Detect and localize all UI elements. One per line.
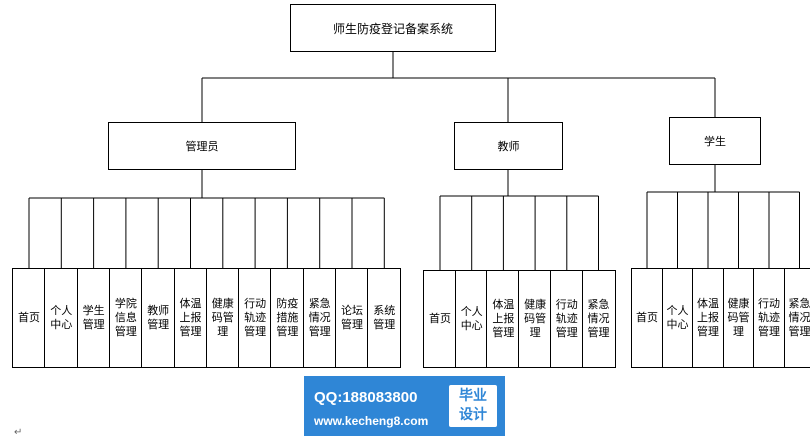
module-node: 紧急情况管理 xyxy=(302,268,337,368)
module-node: 系统管理 xyxy=(367,268,402,368)
role-node-teacher: 教师 xyxy=(454,122,563,170)
module-label: 管理 xyxy=(758,325,780,338)
module-node: 个人中心 xyxy=(44,268,79,368)
module-label: 个人 xyxy=(666,304,689,317)
module-label: 行动 xyxy=(758,297,780,310)
module-node: 行动轨迹管理 xyxy=(238,268,273,368)
module-label: 个人 xyxy=(50,304,73,317)
module-label: 上报 xyxy=(492,312,515,325)
module-label: 管理 xyxy=(492,326,515,339)
module-label: 体温 xyxy=(179,297,202,310)
module-label: 健康 xyxy=(211,297,234,310)
module-label: 轨迹 xyxy=(244,311,267,324)
module-label: 紧急 xyxy=(788,297,810,310)
module-node: 学生管理 xyxy=(76,268,111,368)
module-node: 体温上报管理 xyxy=(692,268,724,368)
paragraph-mark: ↵ xyxy=(14,427,23,438)
module-label: 中心 xyxy=(666,318,689,331)
module-label: 健康 xyxy=(524,298,547,311)
module-label: 教师 xyxy=(147,304,170,317)
module-label: 情况 xyxy=(308,311,331,324)
module-label: 码管理 xyxy=(727,311,750,338)
module-label: 管理 xyxy=(244,325,267,338)
module-label: 管理 xyxy=(276,325,299,338)
module-node: 首页 xyxy=(631,268,663,368)
module-label: 管理 xyxy=(114,325,137,338)
module-label: 行动 xyxy=(244,297,267,310)
module-label: 管理 xyxy=(179,325,202,338)
module-label: 上报 xyxy=(179,311,202,324)
module-label: 首页 xyxy=(429,312,451,325)
module-node: 行动轨迹管理 xyxy=(549,270,584,368)
module-label: 管理 xyxy=(341,318,363,331)
module-node: 体温上报管理 xyxy=(173,268,208,368)
watermark-banner: QQ:188083800 www.kecheng8.com 毕业 设计 xyxy=(304,376,505,436)
module-label: 理 xyxy=(217,325,229,338)
module-node: 论坛管理 xyxy=(335,268,369,368)
module-label: 理 xyxy=(529,326,541,339)
module-label: 管理 xyxy=(373,318,396,331)
watermark-url: www.kecheng8.com xyxy=(314,414,429,428)
module-label: 措施 xyxy=(276,311,299,324)
module-node: 健康码管理 xyxy=(205,268,240,368)
module-label: 轨迹 xyxy=(758,311,780,324)
module-label: 健康 xyxy=(727,297,750,310)
watermark-badge-line2: 设计 xyxy=(459,407,487,423)
module-label: 防疫 xyxy=(276,297,299,310)
module-label: 管理 xyxy=(788,325,810,338)
root-node: 师生防疫登记备案系统 xyxy=(290,4,496,52)
module-node: 个人中心 xyxy=(454,270,489,368)
module-label: 体温 xyxy=(492,298,515,311)
module-label: 系统 xyxy=(373,304,396,317)
watermark-badge: 毕业 设计 xyxy=(449,385,497,427)
module-label: 紧急 xyxy=(308,297,331,310)
module-label: 首页 xyxy=(636,311,658,324)
module-label: 管理 xyxy=(147,318,170,331)
module-label: 信息 xyxy=(114,311,137,324)
module-node: 行动轨迹管理 xyxy=(753,268,785,368)
module-node: 健康码管理 xyxy=(722,268,755,368)
module-label: 中心 xyxy=(460,319,483,332)
module-label: 管理 xyxy=(587,326,610,339)
module-node: 学院信息管理 xyxy=(108,268,143,368)
module-label: 中心 xyxy=(50,318,73,331)
module-label: 首页 xyxy=(18,311,40,324)
module-label: 学生 xyxy=(82,304,105,317)
module-node: 首页 xyxy=(12,268,46,368)
module-label: 紧急 xyxy=(587,298,610,311)
module-label: 情况 xyxy=(788,311,810,324)
module-label: 管理 xyxy=(697,325,719,338)
module-label: 码管 xyxy=(211,311,234,324)
module-node: 防疫措施管理 xyxy=(270,268,305,368)
module-label: 情况 xyxy=(587,312,610,325)
module-label: 上报 xyxy=(697,311,719,324)
role-node-admin: 管理员 xyxy=(108,122,296,170)
module-label: 管理 xyxy=(82,318,105,331)
module-node: 体温上报管理 xyxy=(486,270,521,368)
module-label: 管理 xyxy=(555,326,578,339)
watermark-qq: QQ:188083800 xyxy=(314,389,418,406)
watermark-badge-line1: 毕业 xyxy=(459,388,487,404)
module-node: 健康码管理 xyxy=(518,270,553,368)
module-label: 论坛 xyxy=(341,304,363,317)
module-node: 教师管理 xyxy=(141,268,176,368)
module-node: 紧急情况管理 xyxy=(783,268,810,368)
module-label: 学院 xyxy=(114,297,137,310)
module-node: 紧急情况管理 xyxy=(581,270,616,368)
module-label: 轨迹 xyxy=(555,312,578,325)
module-label: 行动 xyxy=(555,298,578,311)
module-label: 管理 xyxy=(308,325,331,338)
role-node-student: 学生 xyxy=(669,117,761,165)
module-node: 首页 xyxy=(423,270,457,368)
module-label: 个人 xyxy=(460,305,483,318)
module-label: 体温 xyxy=(697,297,719,310)
module-node: 个人中心 xyxy=(661,268,694,368)
module-label: 码管 xyxy=(524,312,547,325)
